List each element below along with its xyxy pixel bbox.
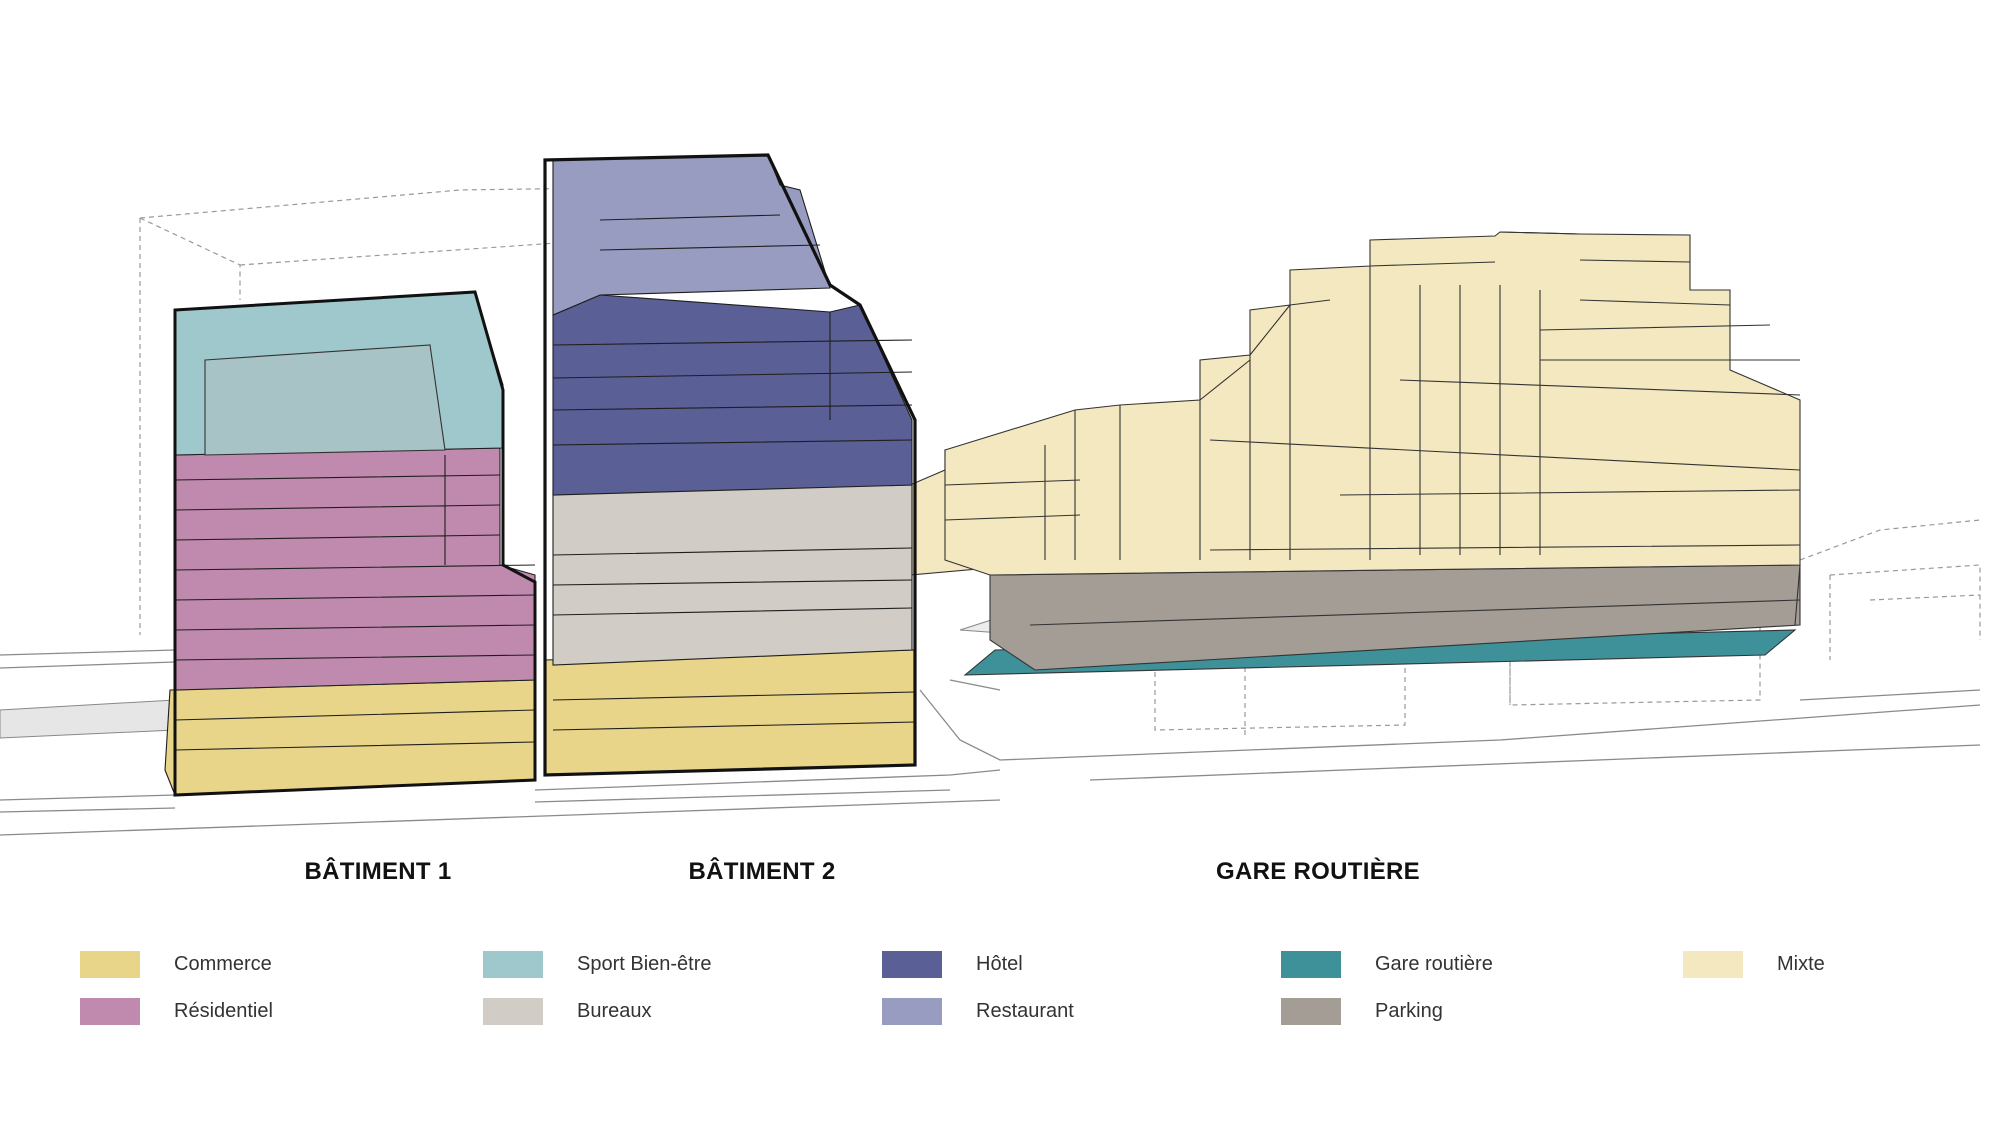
gare-routiere-label: GARE ROUTIÈRE [1216,858,1420,885]
legend-label: Restaurant [976,999,1074,1022]
legend-swatch-mixte [1683,950,1743,978]
legend-label: Commerce [174,952,272,975]
legend-label: Résidentiel [174,999,273,1022]
batiment-1-volume [164,290,537,797]
legend-swatch-sport [483,950,543,978]
legend-item-residentiel: Résidentiel [80,997,273,1025]
legend-swatch-bureaux [483,997,543,1025]
b2-hotel-level [552,294,913,496]
legend-label: Sport Bien-être [577,952,712,975]
legend-label: Mixte [1777,952,1825,975]
batiment-2-label: BÂTIMENT 2 [688,858,836,885]
b1-commerce-level [164,679,536,796]
gare-bus-deck [963,629,1797,676]
legend-swatch-parking [1281,997,1341,1025]
legend-item-commerce: Commerce [80,950,272,978]
batiment-2-volume [543,153,917,777]
gare-mixte-main-block [944,231,1801,576]
gare-routiere-volume [909,231,1801,676]
legend-label: Gare routière [1375,952,1493,975]
b2-commerce-level [544,649,916,776]
legend-swatch-restaurant [882,997,942,1025]
legend-item-parking: Parking [1281,997,1443,1025]
legend-item-sport: Sport Bien-être [483,950,712,978]
legend-label: Parking [1375,999,1443,1022]
legend-label: Bureaux [577,999,652,1022]
legend-swatch-residentiel [80,997,140,1025]
canopy-walkway-hatch [0,699,176,739]
legend-item-bureaux: Bureaux [483,997,652,1025]
legend-item-gare-routiere: Gare routière [1281,950,1493,978]
legend-item-restaurant: Restaurant [882,997,1074,1025]
b2-bureaux-level [552,484,913,666]
legend-item-mixte: Mixte [1683,950,1825,978]
legend-swatch-gare-routiere [1281,950,1341,978]
legend-label: Hôtel [976,952,1023,975]
site-context-lines [0,649,1981,836]
batiment-1-label: BÂTIMENT 1 [304,858,452,885]
legend-swatch-hotel [882,950,942,978]
b2-restaurant-level [552,154,831,316]
legend-item-hotel: Hôtel [882,950,1023,978]
legend-swatch-commerce [80,950,140,978]
